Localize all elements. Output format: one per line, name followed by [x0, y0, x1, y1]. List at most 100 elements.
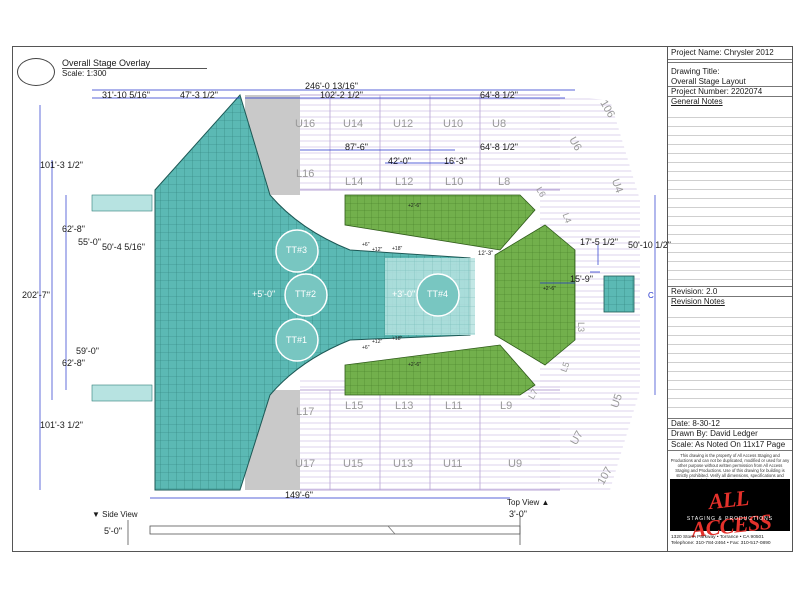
drawing-title-label: Drawing Title: — [671, 67, 720, 76]
section-lower-top-2: L12 — [395, 176, 414, 188]
dim-102-2: 102'-2 1/2" — [320, 90, 363, 100]
title-block: Project Name: Chrysler 2012 Drawing Titl… — [667, 47, 792, 551]
date-row: Date: 8-30-12 — [668, 418, 792, 429]
revision-value: 2.0 — [706, 287, 718, 296]
revision-notes-lines — [668, 309, 792, 417]
dim-149-6: 149'-6" — [285, 490, 313, 500]
dim-101-3-bot: 101'-3 1/2" — [40, 420, 83, 430]
section-upper-bot-2: U13 — [393, 458, 414, 470]
turntable-group — [275, 229, 460, 362]
dim-42-0: 42'-0" — [388, 156, 411, 166]
seating-bowl — [245, 94, 640, 491]
dim-47-3: 47'-3 1/2" — [180, 90, 218, 100]
top-view-label: Top View ▲ — [507, 498, 550, 507]
dim-62-8-top: 62'-8" — [62, 224, 85, 234]
side-dim-5: 5'-0" — [104, 526, 122, 536]
date-label: Date: — [671, 419, 691, 428]
side-view-text: Side View — [102, 510, 138, 519]
date-value: 8-30-12 — [692, 419, 720, 428]
revision-row: Revision: 2.0 — [668, 286, 792, 297]
side-view-label: ▼ Side View — [92, 510, 138, 519]
dim-12-3: 12'-3" — [478, 251, 494, 257]
dim-15-9: 15'-9" — [570, 274, 593, 284]
section-upper-top-2: U12 — [393, 118, 414, 130]
dim-101-3-top: 101'-3 1/2" — [40, 160, 83, 170]
project-number-value: 2202074 — [731, 87, 763, 96]
scale-value: As Noted On 11x17 Page — [695, 440, 786, 449]
top-view-text: Top View — [507, 498, 540, 507]
turntable-4-label: TT#4 — [427, 289, 449, 299]
section-upper-top-0: U16 — [295, 118, 316, 130]
drawing-header-title: Overall Stage Overlay — [62, 58, 151, 68]
section-lower-top-0: L16 — [296, 168, 315, 180]
scale-row: Scale: As Noted On 11x17 Page — [668, 440, 792, 451]
dim-64-8-mid: 64'-8 1/2" — [480, 142, 518, 152]
dim-87-6: 87'-6" — [345, 142, 368, 152]
section-upper-bot-0: U17 — [295, 458, 316, 470]
section-lower-top-1: L14 — [345, 176, 364, 188]
general-notes-lines — [668, 109, 792, 287]
logo-sub-text: STAGING & PRODUCTIONS — [686, 516, 774, 522]
dim-202-7: 202'-7" — [22, 290, 50, 300]
section-upper-bot-1: U15 — [343, 458, 364, 470]
section-lower-bot-2: L13 — [395, 400, 414, 412]
drawn-by-row: Drawn By: David Ledger — [668, 429, 792, 440]
elev-runway: +3'-0" — [392, 289, 416, 299]
section-lower-top-4: L8 — [498, 176, 511, 188]
section-upper-top-1: U14 — [343, 118, 364, 130]
side-view-strip — [149, 525, 521, 535]
section-lower-bot-3: L11 — [445, 400, 463, 412]
section-upper-top-3: U10 — [443, 118, 464, 130]
dim-62-8-bot: 62'-8" — [62, 358, 85, 368]
drawing-title-value: Overall Stage Layout — [671, 77, 746, 86]
tb-spacer — [668, 60, 792, 63]
section-lower-bot-4: L9 — [500, 400, 513, 412]
dim-16-3: 16'-3" — [444, 156, 467, 166]
project-number-label: Project Number: — [671, 87, 729, 96]
section-upper-bot-4: U9 — [508, 458, 523, 470]
drawing-header-scale: Scale: 1:300 — [62, 69, 107, 78]
left-wing-platform-top — [91, 194, 153, 212]
elev-6a: +6" — [362, 242, 370, 248]
section-lower-bot-1: L15 — [345, 400, 364, 412]
dimension-lines — [39, 89, 656, 499]
left-wing-platform-bottom — [91, 384, 153, 402]
north-arrow-circle — [17, 58, 55, 86]
elev-6b: +6" — [362, 345, 370, 351]
dim-17-5: 17'-5 1/2" — [580, 237, 618, 247]
dim-59-0: 59'-0" — [76, 346, 99, 356]
dim-50-4: 50'-4 5/16" — [102, 242, 145, 252]
drawn-by-label: Drawn By: — [671, 429, 708, 438]
company-address: 1320 Storm Parkway • Torrance • CA 90501 — [671, 535, 764, 540]
side-dim-3: 3'-0" — [509, 509, 527, 519]
scale-label: Scale: — [671, 440, 694, 449]
header-underline — [62, 68, 207, 69]
elev-18b: +18" — [392, 336, 403, 342]
stage-plan-drawing: C — [39, 89, 656, 545]
turntable-2-label: TT#2 — [295, 289, 317, 299]
project-name-value: Chrysler 2012 — [723, 48, 774, 57]
dim-31-10: 31'-10 5/16" — [102, 90, 150, 100]
drawn-by-value: David Ledger — [710, 429, 758, 438]
turntable-1-label: TT#1 — [286, 335, 308, 345]
elev-18a: +18" — [392, 246, 403, 252]
project-name-label: Project Name: — [671, 48, 722, 57]
project-number-row: Project Number: 2202074 — [668, 87, 792, 97]
section-lower-bot-0: L17 — [296, 406, 315, 418]
dim-50-10: 50'-10 1/2" — [628, 240, 671, 250]
project-name-row: Project Name: Chrysler 2012 — [668, 47, 792, 60]
turntable-3-label: TT#3 — [286, 245, 308, 255]
svg-text:C: C — [648, 291, 654, 300]
elev-main: +5'-0" — [252, 289, 276, 299]
general-notes-heading: General Notes — [671, 97, 723, 106]
section-upper-top-4: U8 — [492, 118, 507, 130]
revision-notes-heading: Revision Notes — [671, 297, 725, 306]
elev-deck-right: +2'-6" — [543, 286, 556, 292]
dim-overall-width: 246'-0 13/16" — [305, 81, 358, 91]
revision-label: Revision: — [671, 287, 704, 296]
section-right-5: L3 — [576, 321, 587, 333]
company-phone: Telephone: 310-784-2464 • Fax: 310-517-0… — [671, 541, 771, 546]
elev-deck-top: +2'-6" — [408, 203, 421, 209]
drawing-title-row: Drawing Title: Overall Stage Layout — [668, 63, 792, 87]
section-lower-top-3: L10 — [445, 176, 464, 188]
